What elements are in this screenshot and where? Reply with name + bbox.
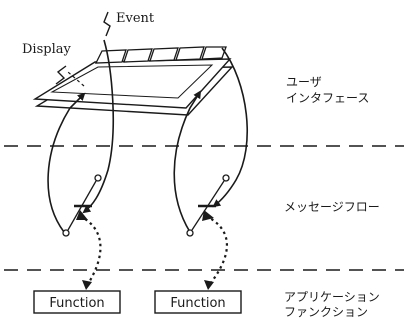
function-box-left <box>33 290 121 314</box>
key-1 <box>94 49 127 64</box>
user-interface-label-line2: インタフェース <box>286 91 369 105</box>
display-label: Display <box>22 42 71 57</box>
key-2 <box>123 48 153 63</box>
display-zigzag-icon <box>55 65 67 85</box>
right-switch <box>186 174 230 237</box>
left-switch-contact-bottom <box>62 229 70 237</box>
message-flow-label: メッセージフロー <box>284 200 380 214</box>
right-function-link-arrow-bottom <box>204 280 214 290</box>
left-function-link-arrow-bottom <box>82 280 92 290</box>
left-function-link <box>79 215 102 285</box>
display-flow-right <box>173 90 202 233</box>
event-zigzag-icon <box>103 11 111 37</box>
app-function-label-line1: アプリケーション <box>284 290 380 304</box>
app-function-label-line2: ファンクション <box>284 305 368 319</box>
event-label: Event <box>116 11 155 26</box>
display-flow-left <box>47 92 86 233</box>
function-box-left-label: Function <box>49 296 104 311</box>
function-box-right-label: Function <box>170 296 225 311</box>
right-switch-contact-bottom <box>186 229 194 237</box>
left-switch-contact-top <box>94 174 102 182</box>
key-4 <box>175 46 205 61</box>
left-switch <box>62 174 102 237</box>
left-function-link-arrow-top <box>76 210 88 220</box>
display-region <box>50 64 214 99</box>
event-flow-left <box>82 39 114 214</box>
right-function-link <box>205 215 228 285</box>
key-3 <box>149 47 179 62</box>
event-flow-right <box>212 47 249 208</box>
key-5 <box>201 46 227 60</box>
right-switch-contact-top <box>222 174 230 182</box>
key-row <box>94 46 227 64</box>
user-interface-label-line1: ユーザ <box>286 75 322 89</box>
function-box-right <box>154 290 242 314</box>
right-function-link-arrow-top <box>202 210 214 221</box>
